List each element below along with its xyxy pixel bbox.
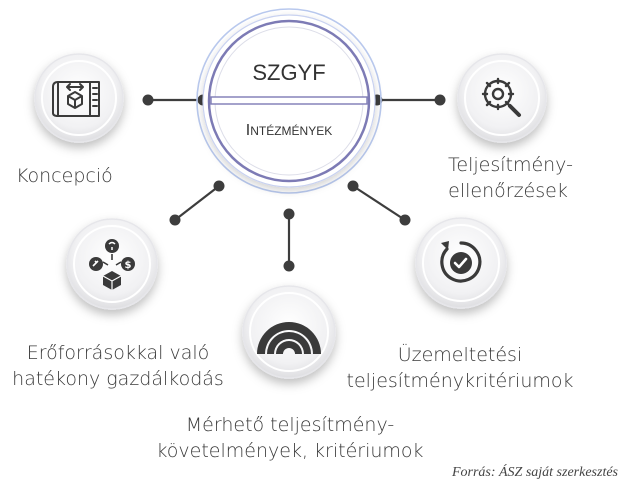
label-merheto-line1: Mérhető teljesítmény-: [185, 414, 395, 436]
label-koncepcio: Koncepció: [16, 164, 113, 188]
center-hub: SZGYF INTÉZMÉNYEK: [196, 8, 382, 194]
label-uzemeltetesi-line1: Üzemeltetési: [397, 344, 523, 366]
label-koncepcio-line1: Koncepció: [16, 165, 113, 187]
connector-uzemeltetesi: [347, 180, 411, 226]
resources-icon: $: [89, 239, 135, 290]
node-teljesitmeny: [457, 53, 547, 143]
label-eroforrasok-line1: Erőforrásokkal való: [26, 342, 210, 364]
source-note: Forrás: ÁSZ saját szerkesztés: [451, 465, 618, 480]
center-top-text: SZGYF: [252, 60, 325, 85]
label-teljesitmeny: Teljesítmény- ellenőrzések: [448, 152, 573, 204]
label-uzemeltetesi: Üzemeltetési teljesítménykritériumok: [340, 342, 580, 394]
gauge-arcs-icon: [257, 322, 321, 354]
svg-text:$: $: [125, 260, 132, 271]
label-teljesitmeny-line1: Teljesítmény-: [448, 154, 573, 176]
label-eroforrasok-line2: hatékony gazdálkodás: [12, 368, 224, 390]
node-eroforrasok: $: [66, 218, 158, 310]
connectors: [142, 94, 446, 272]
connector-merheto: [283, 208, 295, 272]
node-koncepcio: [34, 53, 124, 143]
magnifier-gear-icon: [481, 77, 521, 117]
label-merheto: Mérhető teljesítmény- követelmények, kri…: [150, 412, 430, 464]
label-teljesitmeny-line2: ellenőrzések: [448, 180, 568, 202]
connector-koncepcio: [142, 94, 209, 106]
connector-eroforrasok: [169, 180, 225, 226]
refresh-check-icon: [440, 241, 482, 283]
node-uzemeltetesi: [415, 217, 507, 309]
label-eroforrasok: Erőforrásokkal való hatékony gazdálkodás: [4, 340, 232, 392]
center-bottom-text: INTÉZMÉNYEK: [246, 122, 332, 139]
label-merheto-line2: követelmények, kritériumok: [156, 440, 424, 462]
blueprint-icon: [52, 81, 100, 117]
node-merheto: [242, 285, 336, 379]
label-uzemeltetesi-line2: teljesítménykritériumok: [346, 370, 574, 392]
connector-teljesitmeny: [371, 94, 446, 106]
